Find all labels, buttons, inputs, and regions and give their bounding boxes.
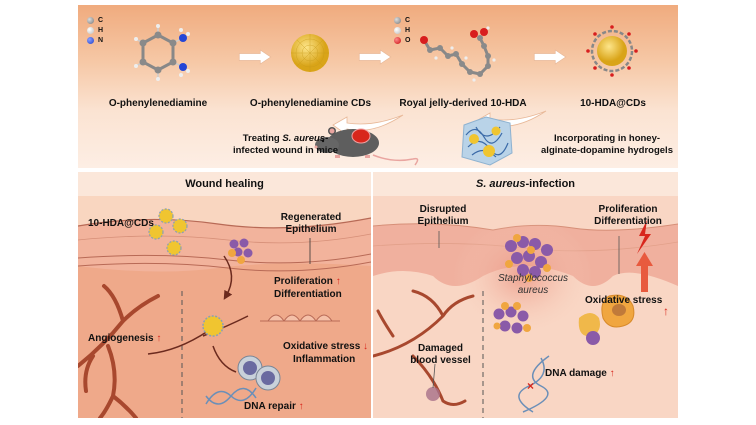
oxygen-atom-icon [394, 36, 401, 44]
o-phenylenediamine-molecule-icon [134, 24, 190, 81]
down-arrow-icon: ↓ [363, 341, 369, 352]
wound-healing-header: Wound healing [78, 171, 371, 197]
atom-legend-left: C H N [87, 15, 103, 45]
nanoparticle-label: 10-HDA@CDs [88, 218, 154, 229]
infection-header: S. aureus-infection [373, 171, 678, 197]
damaged-cells-icon [578, 294, 635, 345]
svg-text:×: × [527, 379, 534, 393]
inflammation-label: Inflammation [293, 354, 356, 365]
nanoparticle-icon [202, 315, 224, 337]
hydrogen-atom-icon [394, 26, 401, 34]
10-hda-molecule-icon [420, 26, 496, 82]
mouse-icon [314, 127, 419, 166]
step-label-o-phenylenediamine: O-phenylenediamine [108, 98, 208, 109]
differentiation-label: Differentiation [274, 289, 342, 300]
up-arrow-icon: ↑ [609, 368, 615, 379]
step-label-opd-cds: O-phenylenediamine CDs [249, 98, 372, 109]
dna-damage-label: DNA damage ↑ [545, 368, 615, 379]
arrow-right-icon [533, 49, 567, 65]
atom-legend-right: C H O [394, 15, 410, 45]
step-label-10-hda-cds: 10-HDA@CDs [580, 98, 646, 109]
incorporating-label: Incorporating in honey- alginate-dopamin… [541, 133, 673, 156]
proliferation-label: Proliferation ↑ [274, 276, 341, 287]
up-arrow-icon: ↑ [335, 276, 341, 287]
bacteria-cluster-icon [228, 238, 253, 264]
up-arrow-icon: ↑ [663, 304, 669, 318]
immune-cells-icon [237, 355, 281, 391]
hydrogel-icon [461, 116, 513, 166]
hda-carbon-dot-conjugate-icon [586, 25, 638, 77]
oxidative-stress-label: Oxidative stress [585, 295, 663, 306]
hydrogen-atom-icon [87, 26, 94, 34]
dna-helix-icon [205, 387, 257, 405]
curved-arrow-left-icon [332, 114, 404, 136]
bacteria-cluster-icon [505, 234, 553, 282]
carbon-atom-icon [394, 16, 401, 24]
arrow-right-icon [238, 49, 272, 65]
carbon-atom-icon [87, 16, 94, 24]
bacteria-cluster-icon [493, 302, 531, 334]
graphical-abstract: C H N [78, 5, 678, 418]
up-arrow-icon: ↑ [298, 401, 304, 412]
carbon-dot-icon [291, 34, 329, 72]
oxidative-stress-label: Oxidative stress ↓ [283, 341, 369, 352]
arrow-right-icon [358, 49, 392, 65]
synthesis-panel: C H N [78, 5, 678, 168]
dna-repair-label: DNA repair ↑ [244, 401, 304, 412]
up-arrow-icon: ↑ [156, 333, 162, 344]
dna-helix-icon: × [518, 355, 550, 413]
step-label-10-hda: Royal jelly-derived 10-HDA [399, 98, 527, 109]
angiogenesis-label: Angiogenesis ↑ [88, 333, 162, 344]
nitrogen-atom-icon [87, 36, 94, 44]
nanoparticle-cluster-icon [148, 208, 188, 256]
treating-label: Treating S. aureus- infected wound in mi… [232, 133, 339, 156]
